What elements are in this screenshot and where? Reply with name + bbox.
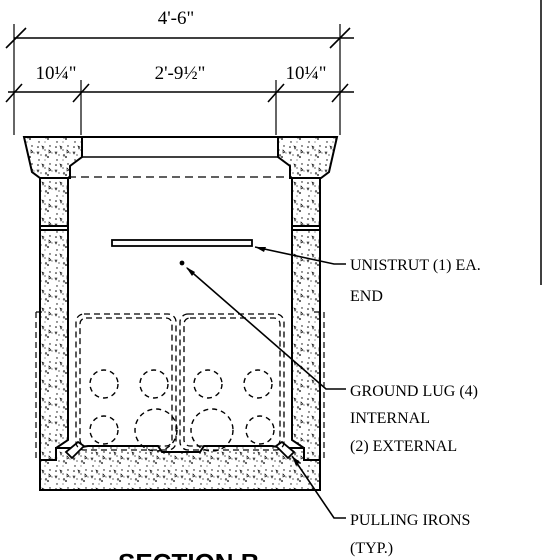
dimension-overall [5,24,354,135]
dimension-left-wall-label: 10¼" [35,63,76,84]
callout-ground-line2: INTERNAL [350,410,430,427]
callout-pulling-line1: PULLING IRONS [350,512,470,529]
ground-lug-dot [179,260,185,266]
dimension-overall-label: 4'-6" [158,8,195,29]
callout-unistrut-line2: END [350,288,383,305]
pulling-iron-left [64,440,86,460]
unistrut-channel [111,239,253,247]
dimension-interior-label: 2'-9½" [155,63,206,84]
leader-arrowheads [186,247,300,466]
knockout-panels [75,313,285,451]
dimension-chain [5,80,354,135]
dimension-right-wall-label: 10¼" [285,63,326,84]
upper-ring-walls [39,177,321,230]
floor-slab [39,445,321,491]
conduit-knockouts [89,369,275,452]
section-title: SECTION B [118,548,260,560]
callout-ground-line3: (2) EXTERNAL [350,438,457,455]
callout-ground-line1: GROUND LUG (4) [350,383,478,400]
callout-pulling-line2: (TYP.) [350,540,393,557]
callout-leaders [186,246,346,519]
pulling-iron-right [274,440,296,460]
callout-unistrut-line1: UNISTRUT (1) EA. [350,257,481,274]
cover-frame [22,136,339,179]
